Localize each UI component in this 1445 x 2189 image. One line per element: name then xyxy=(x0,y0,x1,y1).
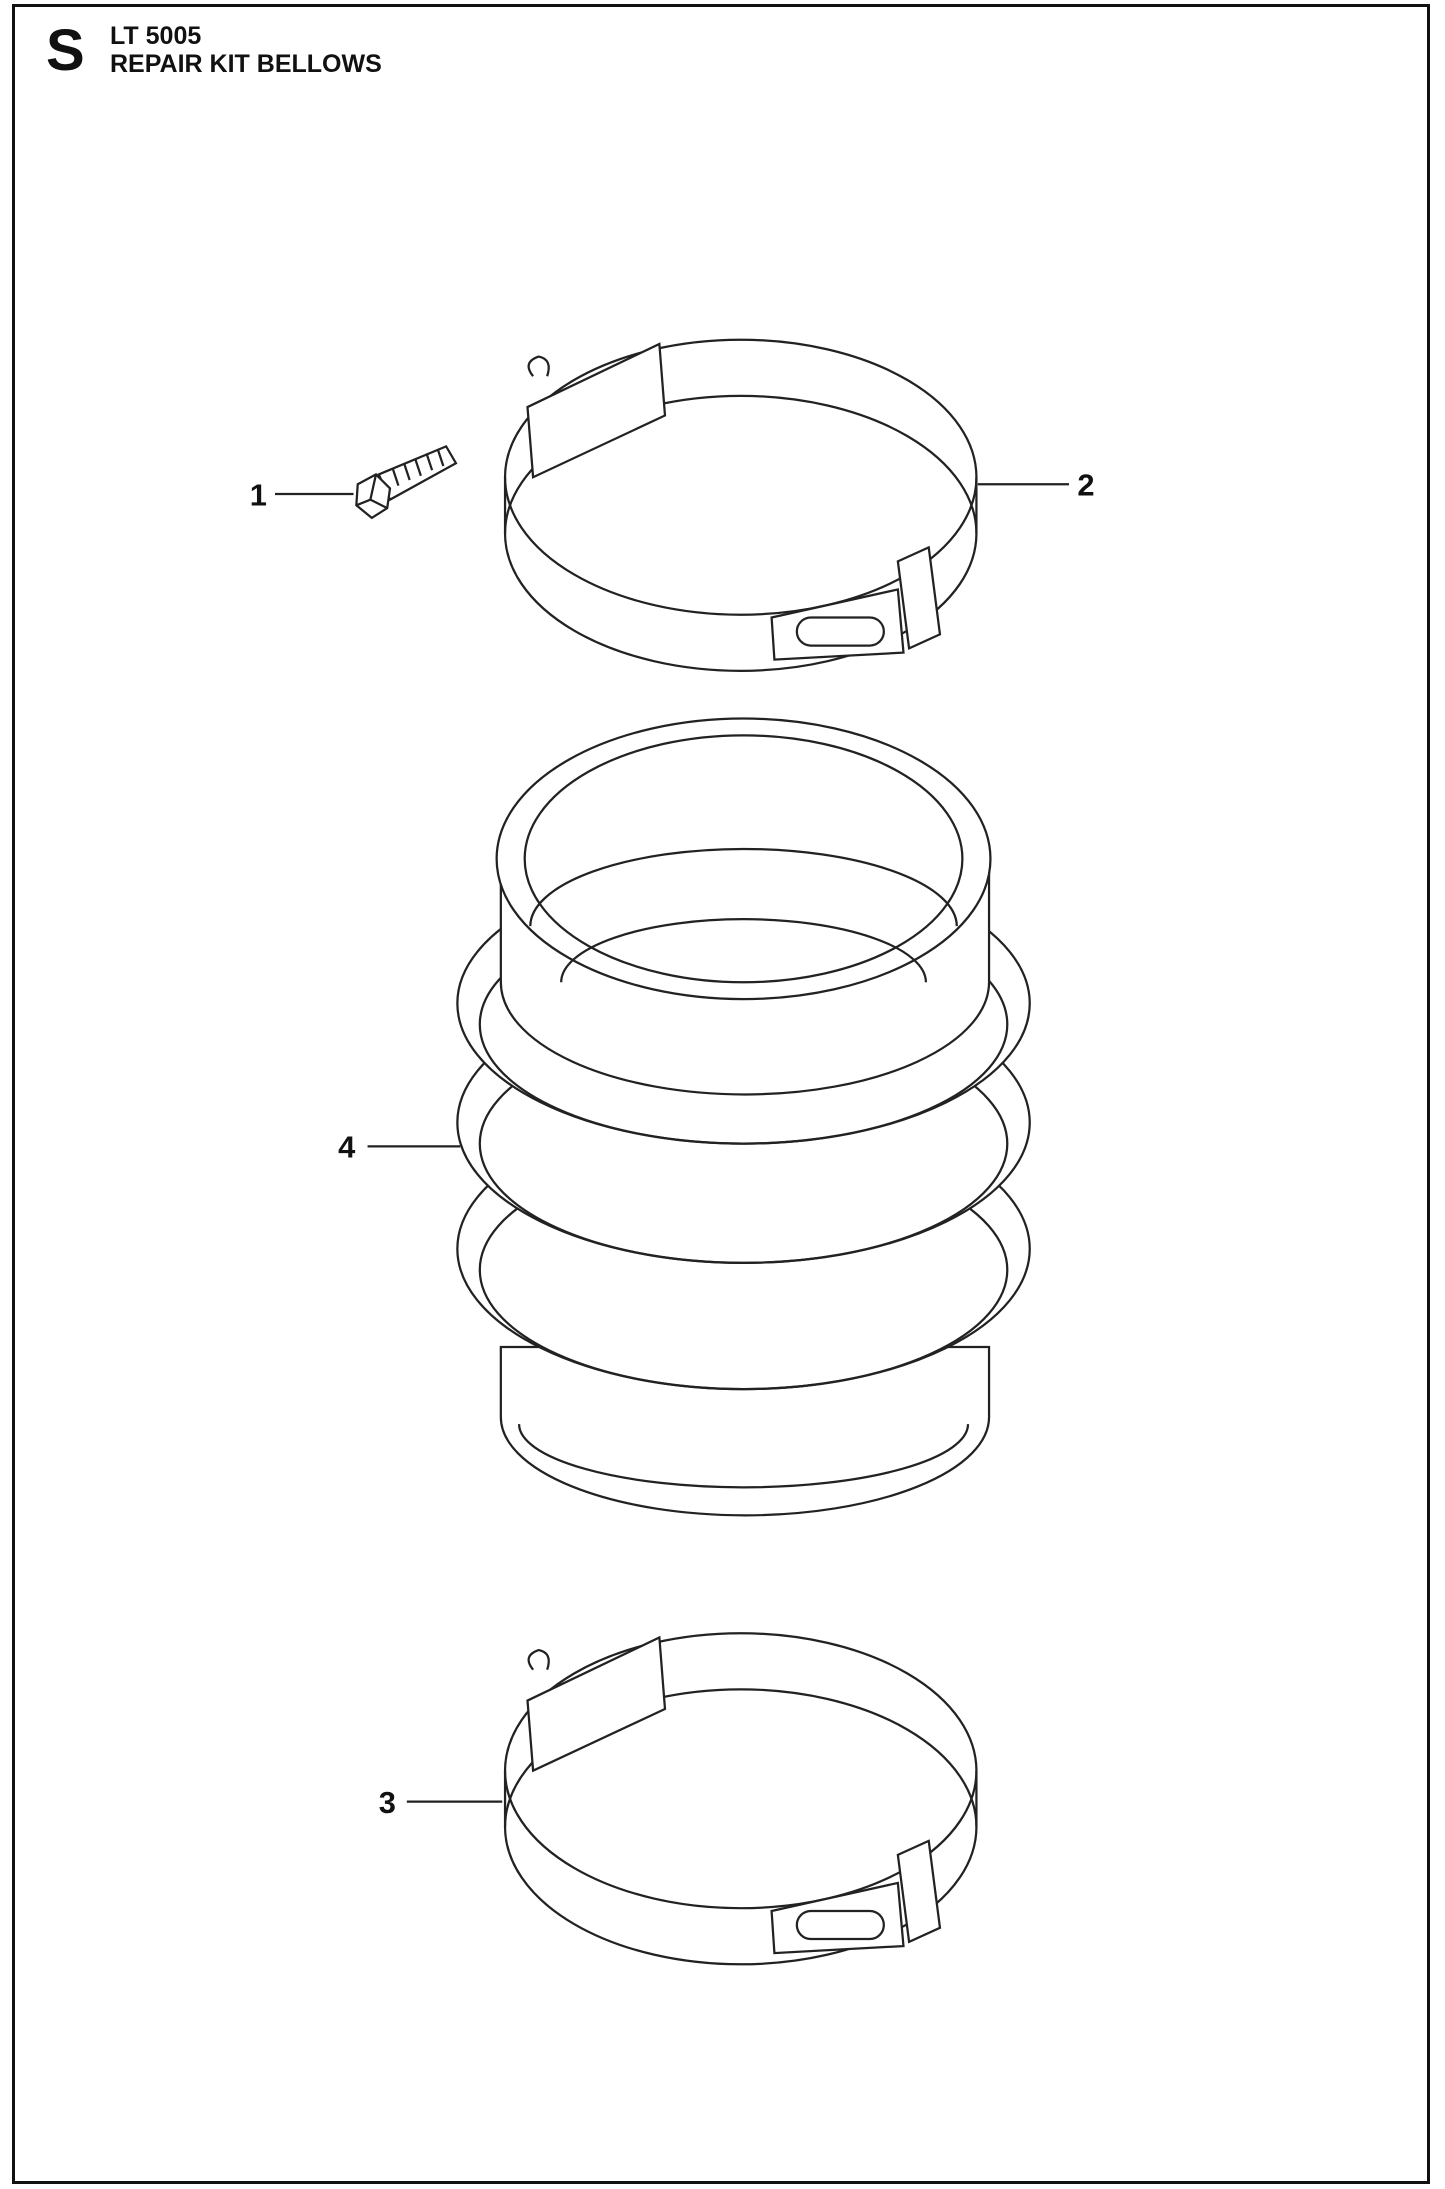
part-1-bolt[interactable] xyxy=(355,444,458,520)
part-3-clamp[interactable] xyxy=(503,1632,978,1966)
callout-1: 1 xyxy=(250,477,354,512)
svg-text:1: 1 xyxy=(250,477,267,512)
part-4-bellows[interactable] xyxy=(456,717,1031,1517)
svg-text:3: 3 xyxy=(379,1785,396,1820)
callout-3: 3 xyxy=(379,1785,503,1820)
svg-text:4: 4 xyxy=(338,1130,355,1165)
model-name: LT 5005 xyxy=(110,22,202,50)
section-letter: S xyxy=(46,18,85,83)
part-2-clamp[interactable] xyxy=(503,338,978,672)
page-border xyxy=(12,4,1430,2184)
svg-text:2: 2 xyxy=(1077,467,1094,502)
callout-4: 4 xyxy=(338,1130,461,1165)
diagram-title: REPAIR KIT BELLOWS xyxy=(110,50,382,78)
callout-2: 2 xyxy=(977,467,1095,502)
